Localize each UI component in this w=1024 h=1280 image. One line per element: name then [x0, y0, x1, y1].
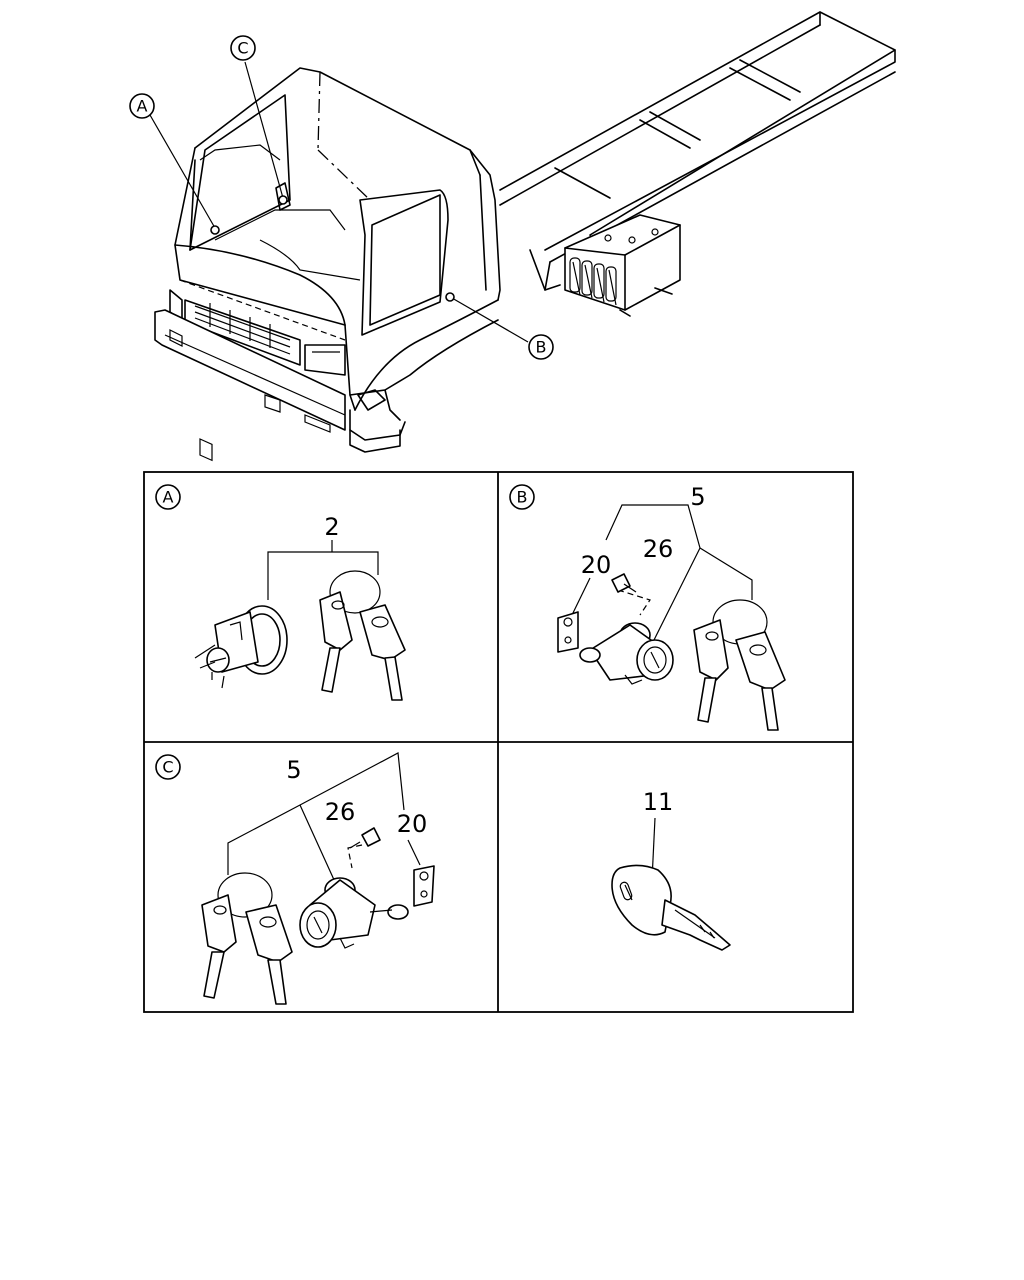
overview-callout-a: A [129, 93, 220, 235]
door-lock-cylinder-b [579, 622, 674, 685]
chassis-frame [499, 11, 896, 291]
panel-b: B 5 20 26 [509, 483, 786, 731]
svg-text:B: B [517, 488, 528, 507]
part-label-26-c: 26 [325, 798, 356, 826]
door-lock-cylinder-c [299, 877, 409, 949]
part-label-5-c: 5 [286, 756, 301, 784]
cab-body [154, 67, 501, 462]
grille [184, 299, 301, 366]
part-label-5: 5 [690, 483, 705, 511]
overview-callout-b: B [445, 292, 554, 360]
retaining-clip-20-c [413, 865, 435, 907]
key-11 [611, 864, 731, 951]
ignition-lock-cylinder [194, 605, 288, 689]
part-label-20: 20 [581, 551, 612, 579]
bolt-26-c [349, 827, 381, 849]
truck-overview-illustration: A C B [129, 11, 896, 462]
overview-callout-c: C [230, 35, 288, 205]
panel-a: A 2 [155, 484, 406, 701]
front-bumper [154, 309, 406, 462]
svg-text:B: B [536, 338, 547, 357]
detail-grid [143, 471, 854, 1013]
panel-c: C 5 26 20 [155, 752, 435, 1005]
key-set-a [319, 570, 406, 701]
bolt-26 [611, 573, 637, 593]
svg-text:C: C [162, 758, 173, 777]
panel-d: 11 [611, 788, 731, 951]
part-label-2: 2 [324, 513, 339, 541]
svg-text:C: C [237, 39, 248, 58]
part-label-20-c: 20 [397, 810, 428, 838]
key-set-c [201, 872, 293, 1005]
key-set-b [693, 599, 786, 731]
svg-text:A: A [163, 488, 174, 507]
retaining-clip-20 [557, 611, 579, 653]
fuel-tank [564, 214, 681, 317]
svg-text:A: A [137, 97, 148, 116]
part-label-26: 26 [643, 535, 674, 563]
part-label-11: 11 [643, 788, 674, 816]
